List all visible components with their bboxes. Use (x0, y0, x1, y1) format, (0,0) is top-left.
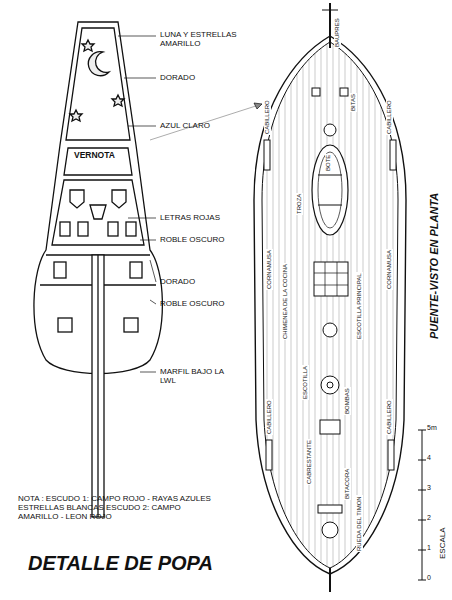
deck-label: CABILLERO (386, 99, 393, 135)
deck-label: BOMBAS (344, 387, 351, 415)
deck-label: CABILLERO (386, 399, 393, 435)
deck-label: ESCOTILLA (302, 365, 309, 400)
stern-name: VERNOTA (74, 151, 115, 161)
stern-view (34, 22, 162, 517)
deck-label: TROZA (296, 193, 303, 215)
color-label: DORADO (160, 73, 195, 82)
scale-number: 2 (427, 514, 431, 522)
scale-number: 4 (427, 454, 431, 462)
scale-number: 5m (427, 424, 437, 432)
scale-bar (418, 430, 426, 580)
leader-lines (118, 36, 262, 372)
note: NOTA : ESCUDO 1: CAMPO ROJO - RAYAS AZUL… (18, 494, 218, 522)
deck-label: CABILLERO (266, 399, 273, 435)
deck-label: CORNAMUSA (386, 249, 393, 290)
deck-label: CHIMENEA DE LA COCINA (282, 263, 289, 340)
drawing-title: DETALLE DE POPA (28, 552, 213, 575)
color-label: AZUL CLARO (160, 121, 210, 130)
deck-plan (254, 3, 406, 592)
deck-label: BITACORA (344, 468, 351, 500)
scale-number: 0 (427, 574, 431, 582)
part-label: LUNA Y ESTRELLAS AMARILLO (160, 30, 240, 48)
color-label: ROBLE OSCURO (160, 299, 224, 308)
scale-label: ESCALA (438, 526, 447, 560)
plan-title: PUENTE-VISTO EN PLANTA (428, 192, 441, 340)
deck-label: BAUPRES (334, 17, 341, 48)
color-label: ROBLE OSCURO (160, 235, 224, 244)
scale-number: 1 (427, 544, 431, 552)
deck-label: CABRESTANTE (306, 439, 313, 485)
deck-label: RUEDA DEL TIMON (356, 495, 363, 552)
deck-label: CABILLERO (264, 99, 271, 135)
color-label: MARFIL BAJO LA LWL (160, 367, 230, 385)
color-label: DORADO (160, 277, 195, 286)
scale-number: 3 (427, 484, 431, 492)
color-label: LETRAS ROJAS (160, 213, 220, 222)
deck-label: CORNAMUSA (266, 249, 273, 290)
deck-label: BOTE (325, 154, 332, 172)
deck-label: BITAS (350, 93, 357, 112)
deck-label: ESCOTILLA PRINCIPAL (356, 272, 363, 340)
